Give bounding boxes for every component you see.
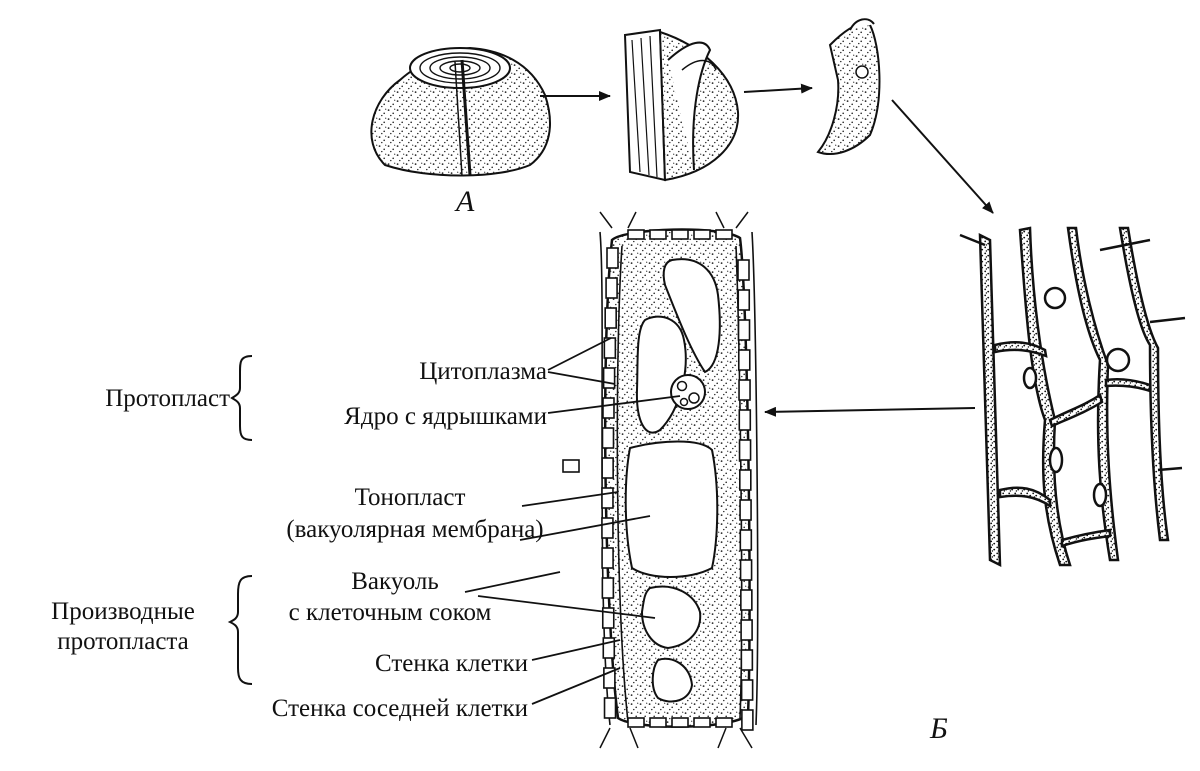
wall-brick <box>602 397 615 419</box>
wall-brick <box>604 307 617 329</box>
wall-brick <box>601 427 615 449</box>
wall-brick <box>739 469 752 491</box>
label-neighbor-wall: Стенка соседней клетки <box>271 695 528 722</box>
wall-brick <box>740 619 753 641</box>
wall-brick <box>740 649 754 671</box>
label-nucleus: Ядро с ядрышками <box>344 403 547 430</box>
wall-brick <box>738 379 751 401</box>
wall-brick <box>737 349 751 371</box>
label-vacuole-line2: с клеточным соком <box>288 599 492 626</box>
wall-brick <box>737 259 750 281</box>
wall-brick <box>740 679 754 701</box>
wall-brick <box>605 277 618 299</box>
label-tonoplast-line1: Тонопласт <box>354 484 466 511</box>
wall-brick <box>739 529 753 551</box>
onion-bulb-drawing <box>370 46 551 177</box>
wall-brick <box>693 717 711 728</box>
wall-brick <box>603 667 616 689</box>
cell-wall-bricks <box>601 229 754 731</box>
wall-brick <box>601 457 614 479</box>
wall-fragment <box>562 459 580 473</box>
wall-brick <box>601 487 614 509</box>
wall-brick <box>671 717 689 728</box>
wall-brick <box>715 717 733 728</box>
brace-protoplast <box>230 355 253 441</box>
wall-brick <box>741 709 754 731</box>
brace-derivatives <box>227 575 253 685</box>
onion-scale-segment-drawing <box>623 28 740 182</box>
wall-brick <box>715 229 733 240</box>
wall-brick <box>649 717 667 728</box>
leader-lines <box>464 337 681 705</box>
label-cytoplasm: Цитоплазма <box>419 358 547 385</box>
wall-brick <box>739 499 752 521</box>
wall-brick <box>740 589 753 611</box>
label-vacuole-line1: Вакуоль <box>351 568 439 595</box>
wall-brick <box>606 247 619 269</box>
label-protoplast: Протопласт <box>105 385 230 412</box>
wall-brick <box>693 229 711 240</box>
wall-brick <box>627 717 645 728</box>
wall-brick <box>601 607 615 629</box>
label-tonoplast-line2: (вакуолярная мембрана) <box>286 516 544 543</box>
wall-brick <box>671 229 689 240</box>
arrow-tissue-to-cell <box>764 406 976 417</box>
arrow-scale-to-tissue <box>891 99 994 214</box>
wall-brick <box>603 697 617 719</box>
label-cell-wall: Стенка клетки <box>374 650 528 677</box>
label-b: Б <box>930 712 948 745</box>
wall-brick <box>627 229 645 240</box>
label-derivatives-line1: Производные <box>51 598 195 625</box>
arrow-segment-to-scale <box>743 83 813 94</box>
wall-brick <box>649 229 667 240</box>
wall-brick <box>601 577 615 599</box>
wall-brick <box>602 367 616 389</box>
wall-brick <box>601 547 614 569</box>
wall-brick <box>737 319 751 341</box>
wall-brick <box>602 637 616 659</box>
peeled-epidermis-drawing <box>816 18 881 155</box>
plant-cell-drawing <box>599 211 759 749</box>
wall-brick <box>737 289 751 311</box>
label-a: А <box>456 185 475 218</box>
wall-brick <box>738 439 752 461</box>
epidermis-tissue-drawing <box>959 226 1186 568</box>
wall-brick <box>739 559 753 581</box>
label-derivatives-line2: протопласта <box>57 628 189 655</box>
wall-brick <box>738 409 752 431</box>
wall-brick <box>601 517 614 539</box>
